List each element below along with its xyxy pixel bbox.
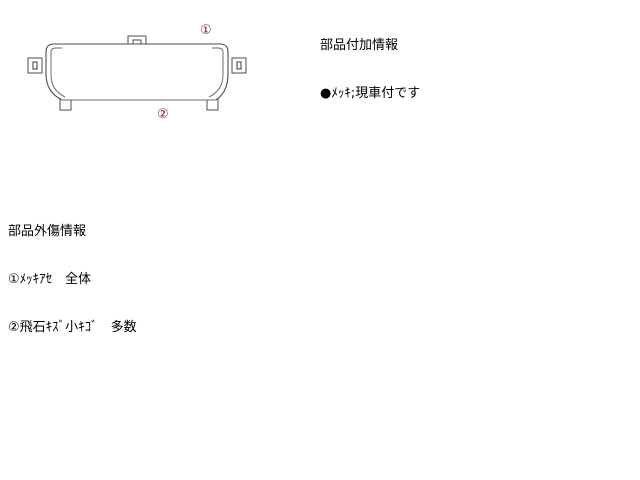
additional-info-block: 部品付加情報 ●ﾒｯｷ;現車付です — [320, 6, 420, 118]
bottom-left-leg-icon — [59, 98, 72, 111]
bottom-right-leg-icon — [206, 98, 219, 111]
damage-info-line-1: ①ﾒｯｷｱｾ 全体 — [8, 272, 92, 287]
callout-marker-1: ① — [200, 23, 212, 38]
damage-info-line-2: ②飛石ｷｽﾞ小ｷｺﾞ 多数 — [8, 320, 137, 335]
damage-info-heading: 部品外傷情報 — [8, 224, 87, 239]
part-outer-outline — [45, 43, 229, 101]
part-inner-outline-right-curve — [208, 52, 224, 98]
callout-marker-2: ② — [157, 107, 169, 122]
right-side-bracket-icon — [231, 57, 247, 74]
part-diagram — [0, 0, 320, 140]
left-side-bracket-icon — [27, 57, 43, 74]
part-inner-outline-left — [50, 47, 62, 53]
additional-info-heading: 部品付加情報 — [320, 38, 399, 53]
part-inner-outline-left-curve — [50, 52, 66, 98]
damage-info-block: 部品外傷情報 ①ﾒｯｷｱｾ 全体 ②飛石ｷｽﾞ小ｷｺﾞ 多数 — [8, 192, 137, 352]
additional-info-line-1: ●ﾒｯｷ;現車付です — [320, 86, 421, 101]
part-inner-outline-right — [212, 47, 224, 53]
